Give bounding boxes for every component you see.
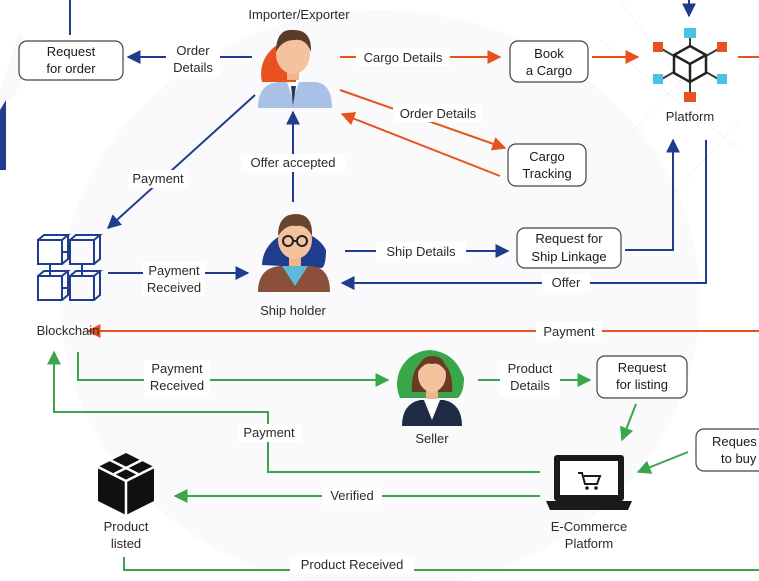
label-offer: Offer [552, 275, 581, 290]
importer-exporter-label: Importer/Exporter [248, 7, 350, 22]
product-listed-label-2: listed [111, 536, 141, 551]
label-payment-importer: Payment [132, 171, 184, 186]
platform-node[interactable]: Platform [653, 28, 727, 124]
request-listing-line1: Request [618, 360, 667, 375]
product-listed-label-1: Product [104, 519, 149, 534]
request-order-line2: for order [46, 61, 96, 76]
label-product-details-1: Product [508, 361, 553, 376]
label-product-received: Product Received [301, 557, 404, 572]
importer-exporter-node[interactable]: Importer/Exporter [248, 7, 350, 108]
edge-labels: Order Details Cargo Details Order Detail… [128, 40, 602, 574]
green-edges [47, 350, 759, 571]
edge-payment-ecom [47, 350, 540, 473]
request-buy-box[interactable]: Reques to buy [695, 428, 759, 472]
label-payment-long: Payment [543, 324, 595, 339]
label-product-details-2: Details [510, 378, 550, 393]
edge-listing-ecom [620, 403, 637, 442]
seller-avatar-icon [396, 350, 464, 426]
seller-label: Seller [415, 431, 449, 446]
seller-node[interactable]: Seller [396, 350, 464, 446]
blockchain-label: Blockchain [37, 323, 100, 338]
edge-order-details-right-2 [340, 112, 501, 177]
cargo-tracking-line2: Tracking [522, 166, 571, 181]
ship-linkage-line2: Ship Linkage [531, 249, 606, 264]
label-verified: Verified [330, 488, 373, 503]
ecommerce-platform-node[interactable]: E-Commerce Platform [546, 455, 632, 551]
label-payment-ecom: Payment [243, 425, 295, 440]
ecommerce-label-1: E-Commerce [551, 519, 628, 534]
book-cargo-box[interactable]: Book a Cargo [509, 40, 589, 83]
label-ship-details: Ship Details [386, 244, 456, 259]
label-order-details-left-1: Order [176, 43, 210, 58]
request-buy-line2: to buy [721, 451, 757, 466]
product-box-icon [97, 453, 155, 515]
ship-linkage-box[interactable]: Request for Ship Linkage [516, 227, 622, 269]
label-payment-received-ship-1: Payment [148, 263, 200, 278]
cargo-tracking-line1: Cargo [529, 149, 564, 164]
book-cargo-line2: a Cargo [526, 63, 572, 78]
platform-network-cube-icon [653, 28, 727, 102]
book-cargo-line1: Book [534, 46, 564, 61]
label-payment-received-ship-2: Received [147, 280, 201, 295]
edge-product-received [123, 557, 759, 571]
blockchain-cubes-icon [37, 234, 103, 301]
edge-offer [340, 140, 707, 290]
product-listed-node[interactable]: Product listed [97, 453, 155, 551]
request-order-box[interactable]: Request for order [18, 40, 124, 81]
ship-holder-label: Ship holder [260, 303, 326, 318]
label-order-details-left-2: Details [173, 60, 213, 75]
request-listing-line2: for listing [616, 377, 668, 392]
ship-holder-avatar-icon [258, 214, 330, 292]
label-order-details-right: Order Details [400, 106, 477, 121]
label-offer-accepted: Offer accepted [250, 155, 335, 170]
left-edge-shape [0, 100, 6, 170]
ship-linkage-line1: Request for [535, 231, 603, 246]
label-payment-received-seller-2: Received [150, 378, 204, 393]
ecommerce-label-2: Platform [565, 536, 613, 551]
platform-label: Platform [666, 109, 714, 124]
label-cargo-details: Cargo Details [364, 50, 443, 65]
importer-exporter-avatar-icon [258, 29, 332, 108]
cargo-tracking-box[interactable]: Cargo Tracking [507, 143, 587, 187]
edge-payment-importer [106, 94, 256, 229]
request-buy-line1: Reques [712, 434, 757, 449]
edge-linkage-platform [625, 138, 680, 251]
laptop-cart-icon [546, 455, 632, 510]
edge-payment-received-seller [77, 352, 390, 387]
label-payment-received-seller-1: Payment [151, 361, 203, 376]
request-listing-box[interactable]: Request for listing [596, 355, 688, 399]
blockchain-node[interactable]: Blockchain [37, 234, 103, 338]
edge-buy-ecom [636, 451, 689, 474]
ship-holder-node[interactable]: Ship holder [258, 214, 330, 318]
request-order-line1: Request [47, 44, 96, 59]
